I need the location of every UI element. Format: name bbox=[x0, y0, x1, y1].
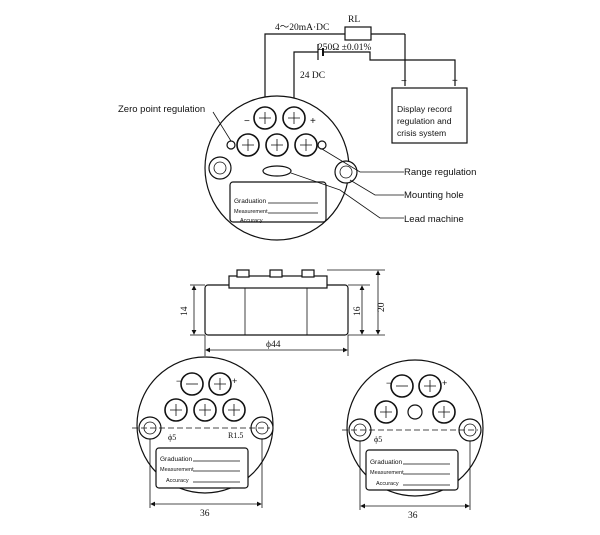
callout-range: Range regulation bbox=[404, 167, 476, 178]
display-line-1: Display record bbox=[397, 104, 452, 114]
dim-height-top: 16 bbox=[353, 306, 363, 316]
display-minus: − bbox=[401, 76, 407, 87]
resistor-label: RL bbox=[348, 15, 360, 25]
display-line-3: crisis system bbox=[397, 128, 446, 138]
side-view: 14 16 20 ϕ44 bbox=[180, 269, 387, 356]
bl-graduation: Graduation bbox=[160, 456, 193, 463]
bottom-right-view: − + Graduation Measurement Accuracy ϕ5 3… bbox=[342, 359, 484, 521]
display-system-box bbox=[391, 87, 468, 144]
bl-width: 36 bbox=[200, 509, 210, 519]
bl-radius: R1.5 bbox=[228, 431, 243, 440]
terminal-minus-sign: − bbox=[244, 116, 250, 127]
dim-height-body: 14 bbox=[180, 306, 190, 316]
br-plus: + bbox=[442, 378, 447, 388]
br-measurement: Measurement bbox=[370, 470, 404, 476]
bl-plus: + bbox=[232, 376, 237, 386]
callout-zero-point: Zero point regulation bbox=[118, 104, 205, 115]
display-plus: + bbox=[452, 76, 458, 87]
supply-label: 24 DC bbox=[300, 71, 325, 81]
mounting-hole-right bbox=[334, 160, 358, 184]
wiring-circuit: 4～20mA·DC RL 250Ω ±0.01% 24 DC − + Displ… bbox=[264, 15, 468, 144]
dim-diameter: ϕ44 bbox=[266, 340, 281, 350]
callouts: Zero point regulation Range regulation M… bbox=[118, 104, 476, 225]
callout-lead-machine: Lead machine bbox=[404, 214, 464, 225]
bl-measurement: Measurement bbox=[160, 467, 194, 473]
br-minus: − bbox=[386, 378, 391, 388]
top-view: − + Graduation Measurement Accuracy bbox=[204, 95, 358, 241]
bottom-left-view: − + Graduation Measurement Accuracy ϕ5 R… bbox=[132, 356, 274, 519]
nameplate-measurement: Measurement bbox=[234, 209, 268, 215]
side-terminal-block bbox=[228, 275, 328, 289]
terminal-plus-sign: + bbox=[310, 116, 316, 127]
side-body bbox=[204, 284, 349, 336]
mounting-hole-left bbox=[208, 156, 232, 180]
resistor-value: 250Ω ±0.01% bbox=[318, 43, 372, 53]
range-adjust-icon bbox=[317, 140, 327, 150]
br-hole-dia: ϕ5 bbox=[374, 435, 382, 444]
nameplate-accuracy: Accuracy bbox=[240, 218, 263, 224]
nameplate-br bbox=[365, 449, 459, 491]
bl-hole-dia: ϕ5 bbox=[168, 433, 176, 442]
br-accuracy: Accuracy bbox=[376, 481, 399, 487]
br-width: 36 bbox=[408, 511, 418, 521]
nameplate-graduation: Graduation bbox=[234, 198, 267, 205]
callout-mounting-hole: Mounting hole bbox=[404, 190, 464, 201]
nameplate-bl bbox=[155, 447, 249, 489]
zero-adjust-icon bbox=[226, 140, 236, 150]
bl-accuracy: Accuracy bbox=[166, 478, 189, 484]
lead-exit bbox=[262, 165, 292, 177]
bl-minus: − bbox=[176, 376, 181, 386]
dim-height-total: 20 bbox=[377, 302, 387, 312]
load-resistor bbox=[344, 26, 372, 41]
display-line-2: regulation and bbox=[397, 116, 452, 126]
current-label: 4～20mA·DC bbox=[275, 23, 329, 33]
terminal-screws-top bbox=[236, 106, 318, 157]
br-graduation: Graduation bbox=[370, 459, 403, 466]
